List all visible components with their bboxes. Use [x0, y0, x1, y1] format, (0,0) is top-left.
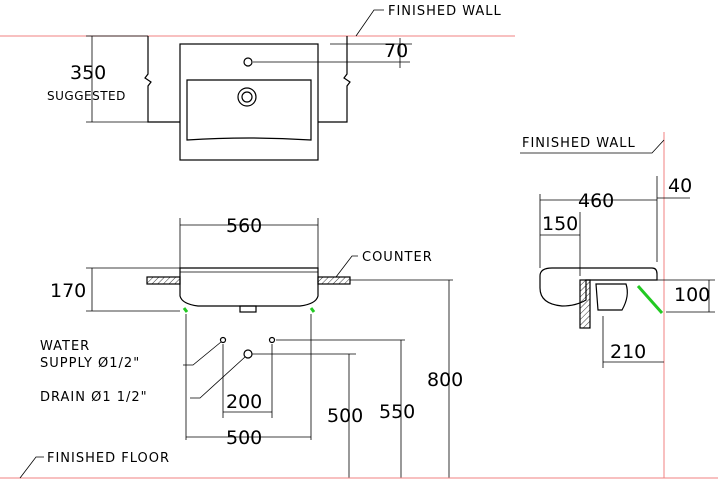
dim-40-text: 40	[668, 175, 692, 197]
side-elevation: FINISHED WALL 40 460 150 100 210	[520, 132, 715, 478]
drain-label: DRAIN Ø1 1/2"	[40, 390, 148, 405]
dim-170-text: 170	[50, 280, 86, 302]
drain-leader	[190, 356, 246, 399]
water-supply-point-right	[268, 336, 276, 344]
counter-cutout-right	[318, 36, 351, 123]
basin-plan-bowl	[186, 79, 312, 141]
counter-left	[146, 276, 181, 285]
drain-outer	[237, 87, 257, 107]
dim-500h-text: 500	[226, 427, 262, 449]
counter-leader	[335, 255, 358, 278]
dim-70-text: 70	[384, 40, 408, 62]
water-supply-label-1: WATER	[40, 339, 90, 354]
counter-cutout-left	[144, 36, 180, 123]
drain-point	[243, 349, 253, 359]
counter-label: COUNTER	[362, 250, 433, 265]
dim-200-text: 200	[226, 391, 262, 413]
plan-view: FINISHED WALL 70 350 SUGGESTED	[0, 4, 515, 161]
drain-inner	[241, 91, 253, 103]
finished-wall-leader-top	[355, 9, 384, 37]
suggested-label: SUGGESTED	[47, 89, 126, 103]
basin-front-body	[179, 267, 319, 307]
dim-100-text: 100	[674, 284, 710, 306]
counter-right	[317, 276, 351, 285]
dim-560-text: 560	[226, 215, 262, 237]
dim-550-text: 550	[379, 401, 415, 423]
supply-marker-left	[182, 307, 189, 313]
finished-floor-leader	[19, 456, 44, 479]
dim-210-text: 210	[610, 341, 646, 363]
trap-side	[595, 283, 628, 311]
dim-500v-text: 500	[327, 405, 363, 427]
tap-hole	[243, 57, 253, 67]
dim-800-text: 800	[427, 369, 463, 391]
finished-wall-label-side: FINISHED WALL	[522, 136, 636, 151]
finished-floor-label: FINISHED FLOOR	[47, 451, 170, 466]
dim-150-text: 150	[542, 213, 578, 235]
counter-side	[579, 279, 591, 329]
finished-wall-leader-side	[520, 139, 665, 154]
water-supply-label-2: SUPPLY Ø1/2"	[40, 356, 140, 371]
finished-wall-label-top: FINISHED WALL	[388, 4, 502, 19]
supply-marker-side	[636, 285, 664, 314]
supply-marker-right	[309, 307, 316, 313]
dim-460-text: 460	[578, 190, 614, 212]
front-elevation: 560 170 COUNTER	[0, 215, 718, 479]
water-supply-point-left	[219, 336, 227, 344]
basin-plan-outer	[179, 43, 319, 161]
dim-350-text: 350	[70, 62, 106, 84]
water-supply-leader	[183, 341, 222, 366]
drain-tail	[239, 305, 257, 313]
